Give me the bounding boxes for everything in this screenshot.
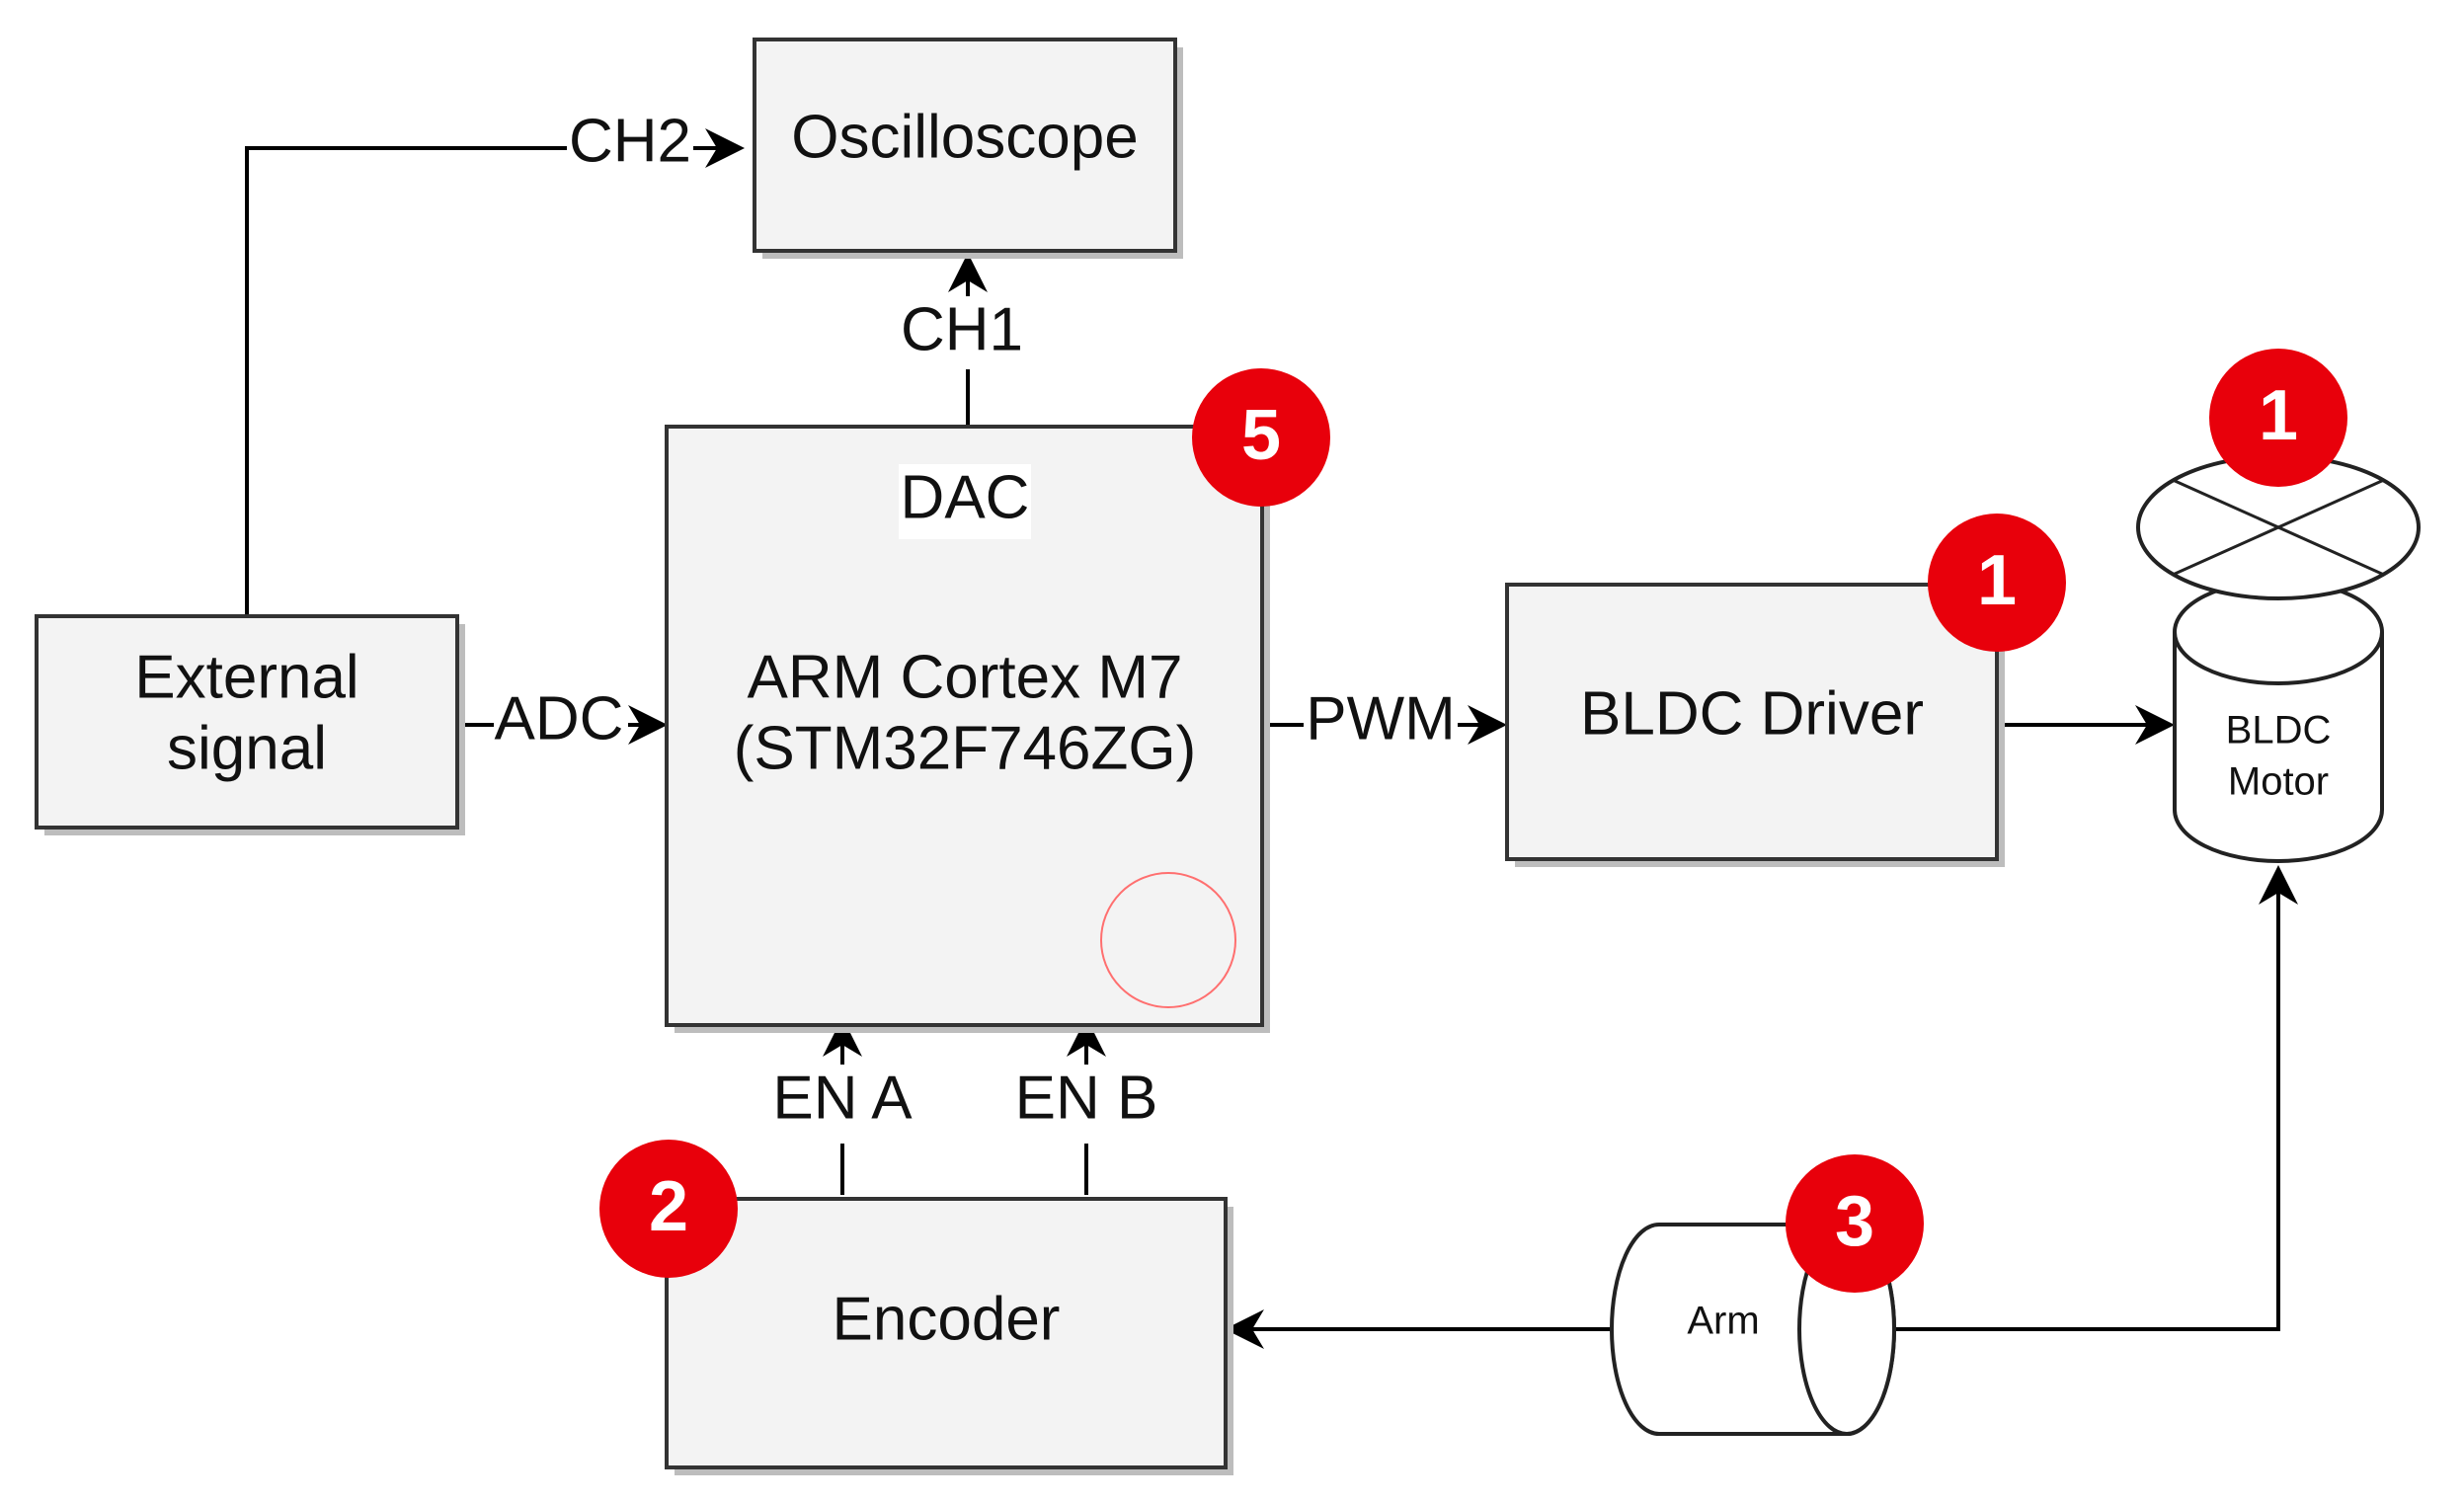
en-a-label: EN A	[772, 1064, 913, 1132]
dac-label: DAC	[901, 463, 1030, 531]
bldc-motor-block: BLDC Motor	[2136, 454, 2421, 863]
wire-arm-to-motor	[1894, 865, 2298, 1331]
motor-cylinder-icon	[2173, 632, 2384, 863]
en-b-label: EN B	[1015, 1064, 1158, 1132]
arm-label: Arm	[1687, 1300, 1759, 1343]
external-signal-label-line2: signal	[167, 714, 327, 782]
encoder-block: Encoder	[665, 1197, 1233, 1475]
external-signal-label-line1: External	[134, 643, 358, 711]
oscilloscope-block: Oscilloscope	[753, 38, 1183, 259]
svg-text:1: 1	[2259, 376, 2298, 455]
oscilloscope-label: Oscilloscope	[791, 103, 1138, 171]
mcu-marker-circle	[1100, 872, 1236, 1008]
mcu-block: DAC ARM Cortex M7 (STM32F746ZG)	[665, 425, 1270, 1033]
bldc-driver-label: BLDC Driver	[1580, 679, 1924, 748]
bldc-driver-block: BLDC Driver	[1505, 583, 2005, 867]
mcu-label-line2: (STM32F746ZG)	[734, 714, 1197, 782]
ch2-label: CH2	[569, 107, 691, 175]
motor-label-line1: BLDC	[2226, 709, 2332, 752]
badge-driver: 1	[1928, 514, 2066, 652]
pwm-label: PWM	[1306, 684, 1456, 752]
mcu-label-line1: ARM Cortex M7	[748, 643, 1183, 711]
encoder-label: Encoder	[833, 1285, 1061, 1353]
svg-text:3: 3	[1835, 1182, 1874, 1261]
badge-mcu: 5	[1192, 368, 1330, 507]
motor-label-line2: Motor	[2228, 760, 2329, 804]
svg-text:5: 5	[1241, 396, 1281, 475]
badge-encoder: 2	[599, 1140, 738, 1278]
svg-text:1: 1	[1977, 541, 2017, 620]
badge-motor: 1	[2209, 349, 2347, 487]
adc-label: ADC	[495, 684, 624, 752]
ch1-label: CH1	[901, 295, 1023, 363]
external-signal-block: External signal	[35, 614, 465, 835]
badge-arm: 3	[1786, 1154, 1924, 1293]
svg-text:2: 2	[649, 1167, 688, 1246]
